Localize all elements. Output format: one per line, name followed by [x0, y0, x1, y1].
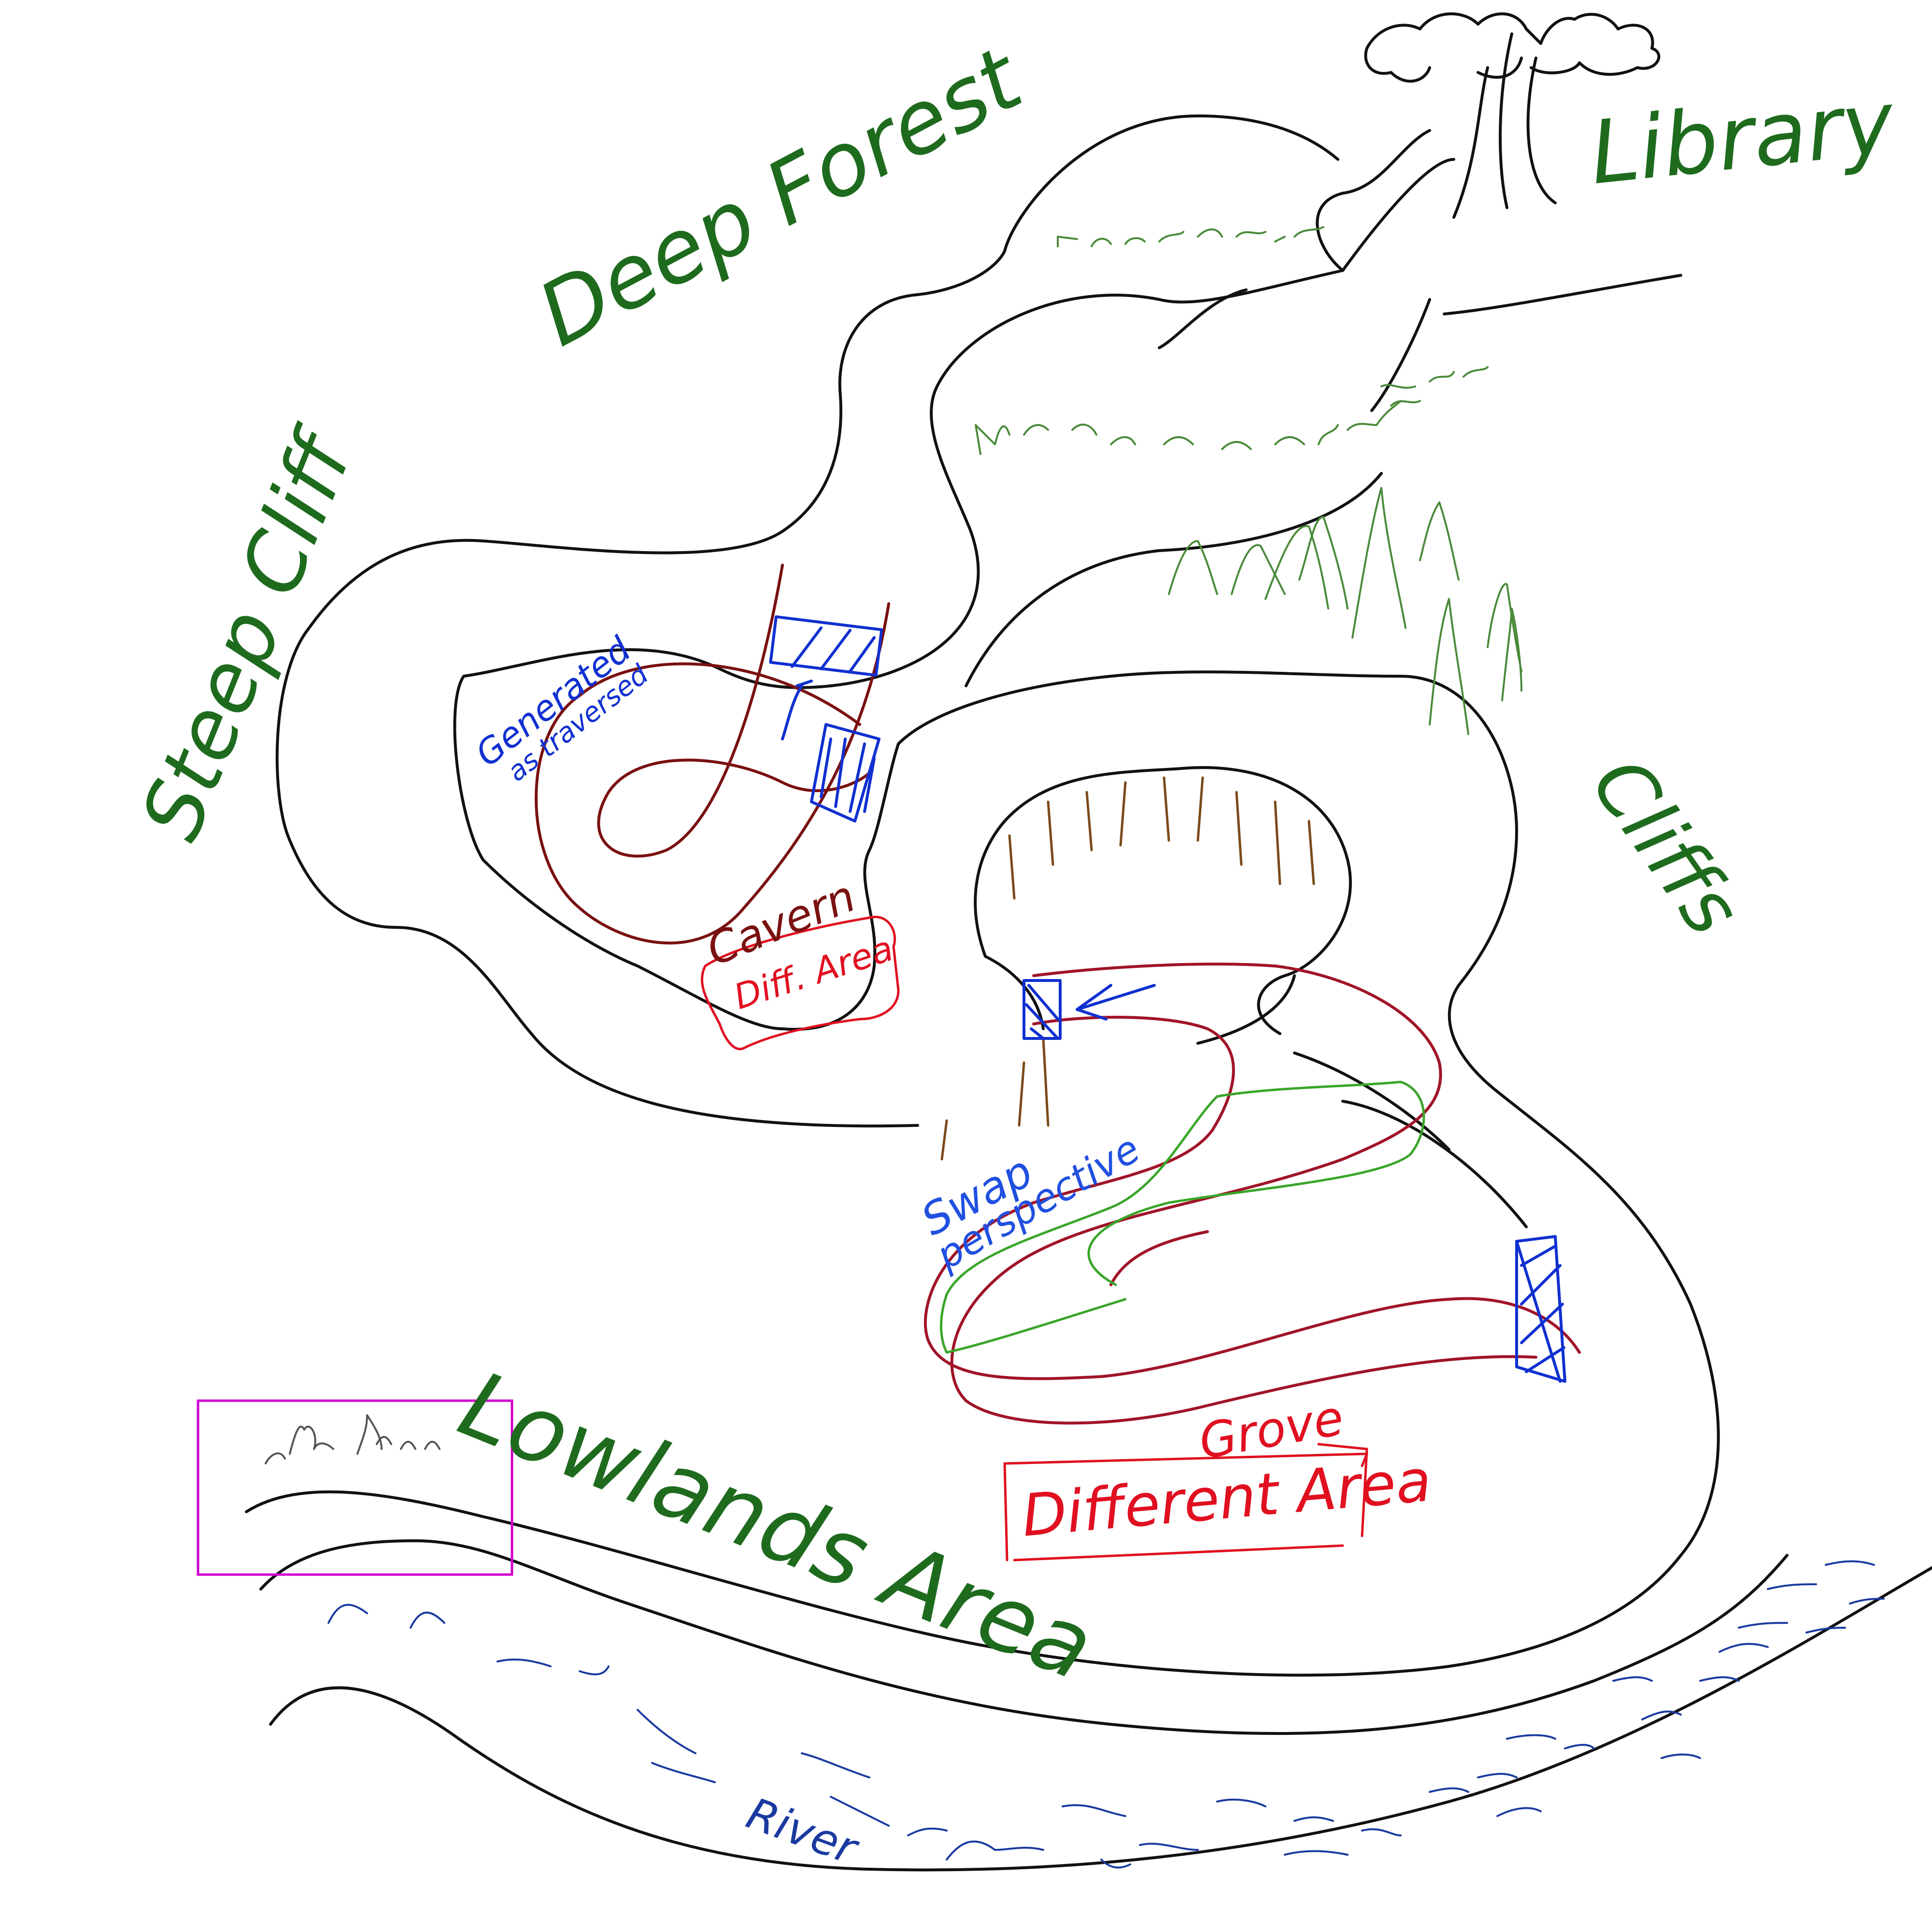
cliffs-label: Cliffs [1574, 741, 1759, 951]
library-label: Library [1586, 72, 1900, 204]
forest-trail [1158, 129, 1682, 412]
deep-forest-label: Deep Forest [523, 28, 1039, 366]
main-trail [245, 114, 1932, 1872]
river-waves [327, 1560, 1885, 1869]
steep-cliff-label: Steep Cliff [123, 415, 374, 853]
grove-area-box [1003, 1443, 1368, 1562]
tree-icon [1364, 12, 1661, 219]
selection-box[interactable] [197, 1399, 513, 1576]
hatched-portal-icon [1515, 1235, 1566, 1383]
hatched-portal-icon [810, 723, 881, 823]
hatched-portal-icon [769, 615, 883, 740]
lowlands-label: Lowlands Area [446, 1351, 1108, 1701]
cliff-face-lines [940, 776, 1315, 1161]
cavern-outline [535, 564, 890, 945]
hatched-portal-icon [1023, 979, 1062, 1040]
grass-tuft-icon [975, 226, 1489, 455]
cavern-area-box [700, 915, 900, 1051]
river-label: River [740, 1788, 866, 1875]
grass-tuft-icon [265, 1414, 440, 1464]
arrow-icon [1076, 984, 1156, 1021]
green-route [939, 1080, 1425, 1354]
cliff-mesa [974, 766, 1352, 1035]
pine-tree-icon [1168, 487, 1522, 735]
